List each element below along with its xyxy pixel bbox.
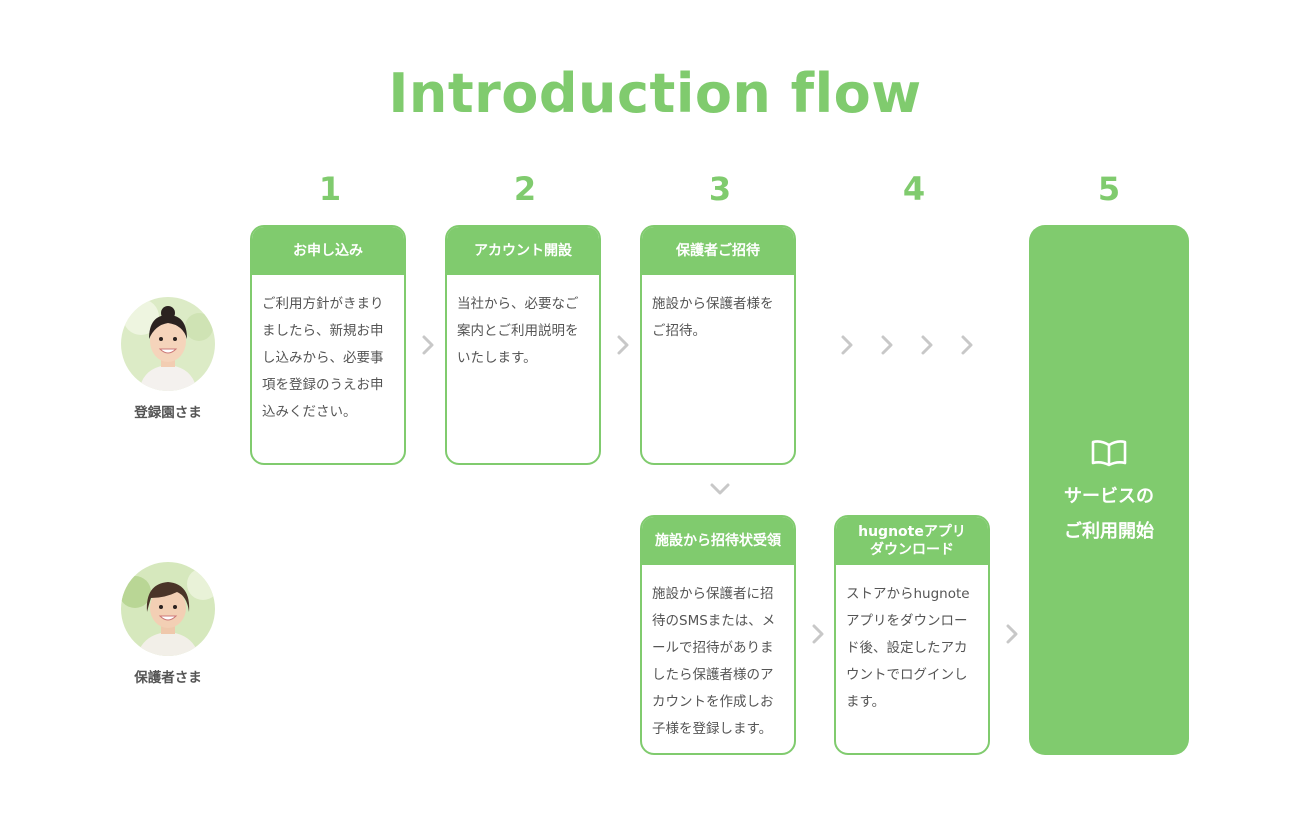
card-account-title: アカウント開設 bbox=[447, 227, 599, 275]
card-download-title: hugnoteアプリ ダウンロード bbox=[836, 517, 988, 565]
card-receive-body: 施設から保護者に招待のSMSまたは、メールで招待がありましたら保護者様のアカウン… bbox=[652, 586, 776, 737]
card-apply: お申し込み ご利用方針がきまりましたら、新規お申し込みから、必要事項を登録のうえ… bbox=[250, 225, 406, 465]
facility-avatar bbox=[121, 297, 215, 391]
step-number-2: 2 bbox=[513, 170, 537, 208]
guardian-role-label: 保護者さま bbox=[134, 670, 202, 686]
step-number-4: 4 bbox=[902, 170, 926, 208]
card-receive-title: 施設から招待状受領 bbox=[642, 517, 794, 565]
service-start-line1: サービスの bbox=[1064, 486, 1154, 507]
guardian-avatar bbox=[121, 562, 215, 656]
card-invite-body: 施設から保護者様をご招待。 bbox=[652, 296, 774, 339]
chevron-right-icon bbox=[881, 335, 893, 355]
card-receive: 施設から招待状受領 施設から保護者に招待のSMSまたは、メールで招待がありました… bbox=[640, 515, 796, 755]
step-number-3: 3 bbox=[708, 170, 732, 208]
chevron-right-icon bbox=[422, 335, 434, 355]
card-download: hugnoteアプリ ダウンロード ストアからhugnoteアプリをダウンロード… bbox=[834, 515, 990, 755]
card-account: アカウント開設 当社から、必要なご案内とご利用説明をいたします。 bbox=[445, 225, 601, 465]
facility-role-label: 登録園さま bbox=[134, 405, 202, 421]
card-apply-body: ご利用方針がきまりましたら、新規お申し込みから、必要事項を登録のうえお申込みくだ… bbox=[262, 296, 384, 420]
step-number-5: 5 bbox=[1097, 170, 1121, 208]
chevron-right-icon bbox=[921, 335, 933, 355]
chevron-right-icon bbox=[617, 335, 629, 355]
chevron-right-icon bbox=[1006, 624, 1018, 644]
book-icon bbox=[1091, 439, 1127, 471]
card-download-title-line2: ダウンロード bbox=[869, 542, 954, 558]
card-download-body: ストアからhugnoteアプリをダウンロード後、設定したアカウントでログインしま… bbox=[846, 586, 970, 710]
page-title: Introduction flow bbox=[388, 62, 922, 125]
service-start-panel: サービスの ご利用開始 bbox=[1029, 225, 1189, 755]
card-invite: 保護者ご招待 施設から保護者様をご招待。 bbox=[640, 225, 796, 465]
card-invite-title: 保護者ご招待 bbox=[642, 227, 794, 275]
step-number-1: 1 bbox=[318, 170, 342, 208]
card-account-body: 当社から、必要なご案内とご利用説明をいたします。 bbox=[457, 296, 579, 366]
card-download-title-line1: hugnoteアプリ bbox=[858, 523, 966, 540]
chevron-down-icon bbox=[710, 483, 730, 495]
chevron-right-icon bbox=[961, 335, 973, 355]
card-apply-title: お申し込み bbox=[252, 227, 404, 275]
chevron-right-icon bbox=[841, 335, 853, 355]
service-start-line2: ご利用開始 bbox=[1064, 521, 1154, 542]
chevron-right-icon bbox=[812, 624, 824, 644]
